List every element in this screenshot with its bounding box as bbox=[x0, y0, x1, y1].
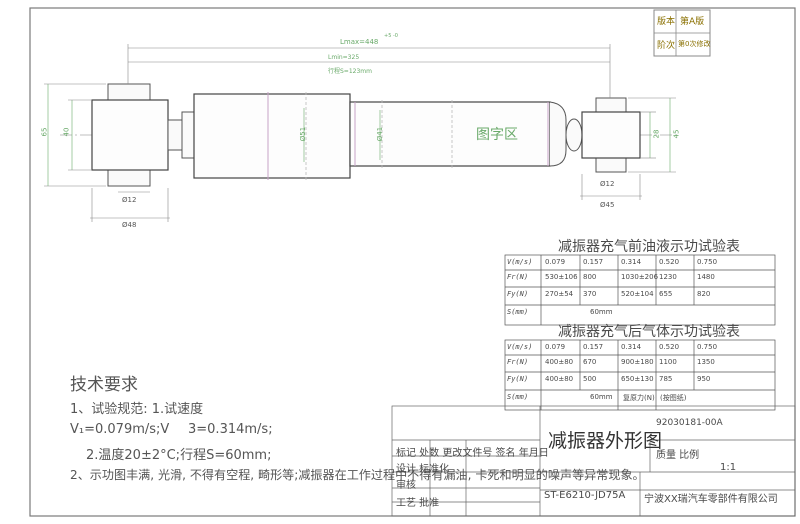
dim-stroke: 行程S=123mm bbox=[328, 68, 372, 75]
status-label: 阶次 bbox=[657, 41, 676, 51]
table2-cell: 650±130 bbox=[621, 375, 654, 383]
table2-cell: 0.520 bbox=[659, 343, 680, 351]
table2-cell: 400±80 bbox=[545, 375, 574, 383]
table1-cell: 60mm bbox=[590, 308, 613, 316]
tech-line4: 2、示功图丰满, 光滑, 不得有空程, 畸形等;减振器在工作过程中不得有漏油, … bbox=[70, 468, 645, 482]
dim-45: 45 bbox=[672, 129, 681, 139]
table2-cell: 785 bbox=[659, 375, 673, 383]
table1-cell: 370 bbox=[583, 290, 597, 298]
dust-cover-tube bbox=[193, 93, 351, 179]
table2-row-label: S(mm) bbox=[507, 393, 529, 401]
tech-title: 技术要求 bbox=[70, 375, 138, 395]
tech-line3: 2.温度20±2°C;行程S=60mm; bbox=[86, 448, 272, 463]
reservoir-tube bbox=[349, 101, 551, 167]
table1-cell: 0.750 bbox=[697, 258, 718, 266]
company-name: 宁波XX瑞汽车零部件有限公司 bbox=[644, 494, 778, 505]
title-block-grid bbox=[391, 405, 796, 517]
dim-d41: Ø41 bbox=[376, 126, 385, 142]
table2-cell: 500 bbox=[583, 375, 597, 383]
table1-cell: 0.520 bbox=[659, 258, 680, 266]
left-eye-bush-bottom bbox=[107, 169, 151, 187]
dim-lmin: Lmin=325 bbox=[328, 54, 360, 61]
table1-cell: 1480 bbox=[697, 273, 715, 281]
table2-cell: 0.314 bbox=[621, 343, 642, 351]
table2-cell: (按图纸) bbox=[660, 394, 687, 402]
tech-line2b: 3=0.314m/s; bbox=[188, 422, 273, 437]
table2-cell: 0.750 bbox=[697, 343, 718, 351]
table1-cell: 820 bbox=[697, 290, 711, 298]
table1-row-label: V(m/s) bbox=[507, 258, 533, 266]
table1-cell: 1030±206 bbox=[621, 273, 659, 281]
table2-row-label: Fr(N) bbox=[507, 358, 529, 366]
table1-cell: 1230 bbox=[659, 273, 677, 281]
right-neck bbox=[565, 118, 583, 152]
tech-line1: 1、试验规范: 1.试速度 bbox=[70, 402, 204, 417]
table2-cell: 1100 bbox=[659, 358, 677, 366]
dim-lmax: Lmax=448 bbox=[340, 38, 379, 46]
right-mount-eye bbox=[581, 111, 641, 159]
version-value: 第A版 bbox=[680, 17, 705, 27]
table2-title: 减振器充气后气体示功试验表 bbox=[558, 324, 740, 340]
table1-grid bbox=[504, 254, 776, 326]
table1-row-label: Fy(N) bbox=[507, 290, 529, 298]
table1-row-label: S(mm) bbox=[507, 308, 529, 316]
dim-lmax-tol: +5 -0 bbox=[384, 33, 398, 39]
table2-row-label: Fy(N) bbox=[507, 375, 529, 383]
table2-cell: 60mm bbox=[590, 393, 613, 401]
body-stamp: 图字区 bbox=[476, 127, 518, 143]
tech-line2a: V₁=0.079m/s;V bbox=[70, 422, 170, 437]
table1-cell: 520±104 bbox=[621, 290, 654, 298]
left-eye-bush-top bbox=[107, 83, 151, 101]
dim-65: 65 bbox=[40, 127, 49, 137]
dim-d51: Ø51 bbox=[299, 126, 308, 142]
dim-d12-left: Ø12 bbox=[122, 196, 137, 204]
table2-row-label: V(m/s) bbox=[507, 343, 533, 351]
table1-cell: 0.157 bbox=[583, 258, 604, 266]
table1-cell: 655 bbox=[659, 290, 673, 298]
status-value: 第0次修改 bbox=[678, 40, 711, 48]
scale-value: 1:1 bbox=[720, 462, 737, 473]
table1-cell: 530±106 bbox=[545, 273, 578, 281]
dim-40: 40 bbox=[62, 127, 71, 137]
table2-cell: 1350 bbox=[697, 358, 715, 366]
part-number: ST-E6210-JD75A bbox=[544, 490, 626, 501]
dim-28: 28 bbox=[652, 129, 661, 139]
table2-cell: 0.079 bbox=[545, 343, 566, 351]
table2-cell: 900±180 bbox=[621, 358, 654, 366]
left-neck bbox=[167, 119, 183, 151]
title-row2: 设计 标准化 bbox=[396, 464, 450, 475]
scale-label: 质量 比例 bbox=[656, 450, 700, 461]
table2-cell: 复原力(N) bbox=[623, 394, 655, 402]
left-mount-eye bbox=[91, 99, 169, 171]
title-row1: 标记 处数 更改文件号 签名 年月日 bbox=[396, 448, 549, 459]
table1-row-label: Fr(N) bbox=[507, 273, 529, 281]
table2-cell: 0.157 bbox=[583, 343, 604, 351]
table1-cell: 0.079 bbox=[545, 258, 566, 266]
table2-grid bbox=[504, 339, 776, 411]
title-row3: 审核 bbox=[396, 480, 416, 491]
table1-cell: 270±54 bbox=[545, 290, 574, 298]
drawing-number: 92030181-00A bbox=[656, 418, 723, 428]
table1-cell: 0.314 bbox=[621, 258, 642, 266]
version-label: 版本 bbox=[657, 17, 676, 27]
table2-cell: 400±80 bbox=[545, 358, 574, 366]
dim-d45: Ø45 bbox=[600, 201, 615, 209]
dim-d12-right: Ø12 bbox=[600, 180, 615, 188]
table2-cell: 670 bbox=[583, 358, 597, 366]
table1-title: 减振器充气前油液示功试验表 bbox=[558, 239, 740, 255]
drawing-title: 减振器外形图 bbox=[548, 430, 663, 452]
dim-d48: Ø48 bbox=[122, 221, 137, 229]
title-row4: 工艺 批准 bbox=[396, 498, 440, 509]
table2-cell: 950 bbox=[697, 375, 711, 383]
table1-cell: 800 bbox=[583, 273, 597, 281]
